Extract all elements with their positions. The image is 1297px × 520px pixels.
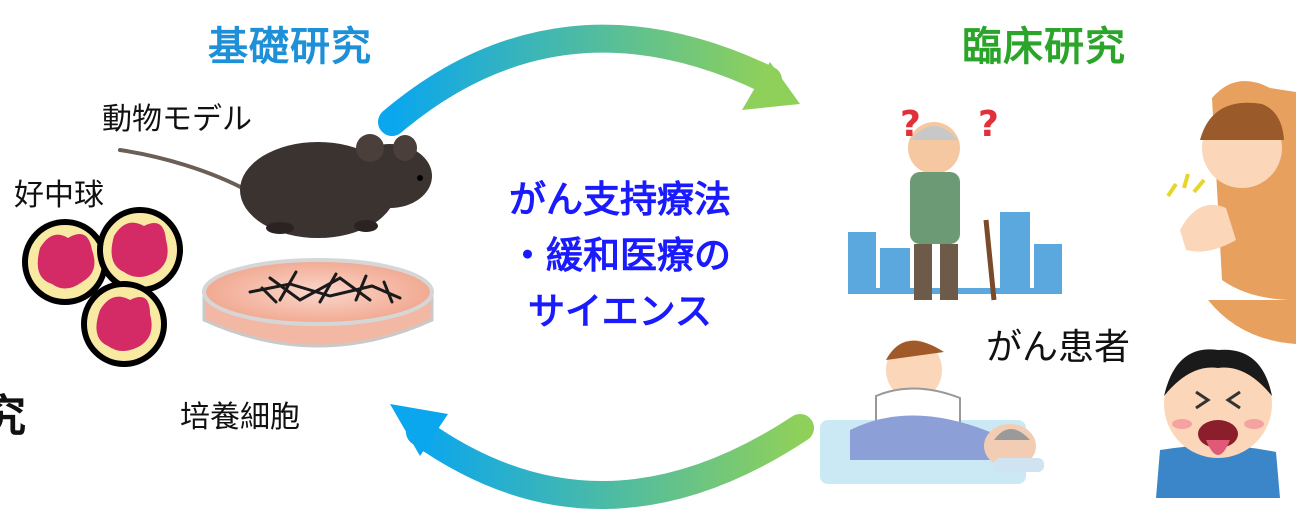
culture-dish [202, 258, 434, 348]
center-title-line-3: サイエンス [528, 290, 712, 333]
elderly-patient-illustration: ? ? [848, 104, 1062, 301]
label-neutrophils: 好中球 [14, 178, 104, 213]
caregiver-and-bedridden-patient-illustration [820, 340, 1044, 484]
svg-text:?: ? [900, 104, 921, 145]
arrow-bottom-curve [390, 404, 814, 509]
svg-text:?: ? [978, 104, 999, 145]
label-animal-model: 動物モデル [102, 102, 252, 137]
center-title: がん支持療法 ・緩和医療の サイエンス [440, 172, 800, 340]
woman-hand-pain-illustration [1166, 80, 1296, 344]
neutrophil-cells [22, 207, 183, 367]
heading-cutoff-left: 究 [0, 391, 27, 442]
label-cancer-patients: がん患者 [986, 327, 1131, 368]
center-title-line-1: がん支持療法 [509, 178, 731, 221]
center-title-line-2: ・緩和医療の [509, 234, 731, 277]
arrow-top-curve [378, 24, 800, 136]
boy-tongue-illustration [1156, 349, 1280, 498]
heading-basic-research: 基礎研究 [208, 24, 372, 70]
label-cultured-cells: 培養細胞 [180, 400, 300, 435]
heading-clinical-research: 臨床研究 [962, 24, 1126, 70]
mouse-illustration [118, 134, 432, 238]
